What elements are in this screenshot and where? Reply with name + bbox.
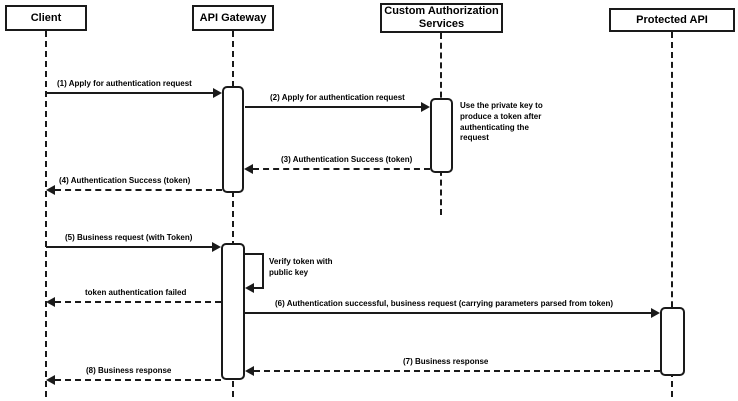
arrowhead-right-icon bbox=[212, 242, 221, 252]
arrowhead-right-icon bbox=[421, 102, 430, 112]
message-label: (1) Apply for authentication request bbox=[57, 79, 192, 88]
lifeline-client bbox=[45, 31, 47, 397]
message-line bbox=[245, 312, 651, 314]
activation-protected-api bbox=[660, 307, 685, 376]
message-label: (2) Apply for authentication request bbox=[270, 93, 405, 102]
arrowhead-left-icon bbox=[245, 366, 254, 376]
message-line bbox=[55, 301, 221, 303]
self-message-label: Verify token with public key bbox=[269, 257, 333, 277]
message-line bbox=[46, 246, 212, 248]
message-label: (5) Business request (with Token) bbox=[65, 233, 193, 242]
message-label: (6) Authentication successful, business … bbox=[275, 299, 614, 308]
actor-label: Custom Authorization Services bbox=[384, 5, 499, 30]
arrowhead-left-icon bbox=[46, 297, 55, 307]
arrowhead-left-icon bbox=[244, 164, 253, 174]
message-line bbox=[55, 379, 221, 381]
activation-api-gateway-1 bbox=[222, 86, 244, 193]
message-label: (7) Business response bbox=[403, 357, 489, 366]
message-label: (3) Authentication Success (token) bbox=[281, 155, 413, 164]
self-message-line-bottom bbox=[254, 287, 264, 289]
activation-api-gateway-2 bbox=[221, 243, 245, 380]
lifeline-api-gateway bbox=[232, 31, 234, 397]
lifeline-protected-api bbox=[671, 32, 673, 397]
activation-custom-authorization-services bbox=[430, 98, 453, 173]
self-message-line-side bbox=[262, 253, 264, 289]
arrowhead-left-icon bbox=[46, 185, 55, 195]
arrowhead-left-icon bbox=[245, 283, 254, 293]
arrowhead-right-icon bbox=[213, 88, 222, 98]
arrowhead-left-icon bbox=[46, 375, 55, 385]
note-use-private-key: Use the private key to produce a token a… bbox=[460, 101, 543, 143]
message-label: token authentication failed bbox=[85, 288, 187, 297]
actor-box-custom-authorization-services: Custom Authorization Services bbox=[380, 3, 503, 33]
actor-box-client: Client bbox=[5, 5, 87, 31]
actor-label: Protected API bbox=[636, 13, 708, 26]
actor-box-protected-api: Protected API bbox=[609, 8, 735, 32]
message-line bbox=[55, 189, 222, 191]
message-line bbox=[46, 92, 213, 94]
actor-label: API Gateway bbox=[199, 11, 267, 24]
actor-box-api-gateway: API Gateway bbox=[192, 5, 274, 31]
message-line bbox=[254, 370, 660, 372]
actor-label: Client bbox=[30, 11, 62, 24]
message-line bbox=[245, 106, 421, 108]
self-message-line-top bbox=[245, 253, 264, 255]
message-label: (8) Business response bbox=[86, 366, 172, 375]
arrowhead-right-icon bbox=[651, 308, 660, 318]
message-line bbox=[253, 168, 430, 170]
message-label: (4) Authentication Success (token) bbox=[59, 176, 191, 185]
